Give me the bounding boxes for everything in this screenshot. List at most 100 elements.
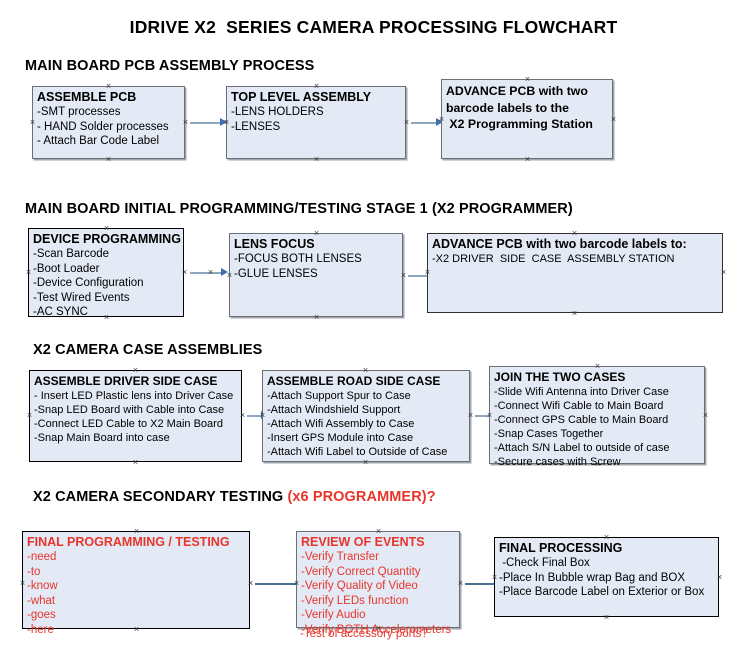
box-top-level-assembly[interactable]: TOP LEVEL ASSEMBLY -LENS HOLDERS -LENSES (226, 86, 406, 159)
connector-handle[interactable] (486, 412, 493, 419)
box-line: -GLUE LENSES (234, 267, 318, 280)
box-line: -Attach Wifi Assembly to Case (267, 418, 415, 430)
connector-handle[interactable] (293, 580, 300, 587)
connector-handle[interactable] (571, 230, 578, 237)
connector-handle[interactable] (571, 310, 578, 317)
connector-handle[interactable] (594, 461, 601, 468)
connector-handle[interactable] (133, 626, 140, 633)
box-title: ASSEMBLE ROAD SIDE CASE (267, 374, 441, 388)
box-line: -Snap Cases Together (494, 428, 604, 440)
connector-handle[interactable] (400, 272, 407, 279)
box-line: X2 Programming Station (446, 117, 593, 131)
box-title: ASSEMBLE DRIVER SIDE CASE (34, 374, 218, 388)
box-line: barcode labels to the (446, 100, 569, 115)
connector-handle[interactable] (226, 272, 233, 279)
box-title: REVIEW OF EVENTS (301, 535, 425, 549)
box-advance-pcb-driver-station[interactable]: ADVANCE PCB with two barcode labels to: … (427, 233, 723, 313)
box-assemble-driver-side-case[interactable]: ASSEMBLE DRIVER SIDE CASE - Insert LED P… (29, 370, 242, 462)
connector-handle[interactable] (26, 412, 33, 419)
box-line: -Connect LED Cable to X2 Main Board (34, 418, 223, 430)
box-title: FINAL PROCESSING (499, 541, 623, 555)
box-line: -Attach S/N Label to outside of case (494, 442, 670, 454)
box-line: -Snap LED Board with Cable into Case (34, 404, 225, 416)
connector-handle[interactable] (362, 459, 369, 466)
box-title: FINAL PROGRAMMING / TESTING (27, 535, 230, 549)
box-assemble-pcb[interactable]: ASSEMBLE PCB -SMT processes - HAND Solde… (32, 86, 185, 159)
connector-handle[interactable] (103, 225, 110, 232)
box-title: LENS FOCUS (234, 237, 315, 251)
connector-handle[interactable] (313, 314, 320, 321)
connector-handle[interactable] (457, 580, 464, 587)
connector-handle[interactable] (720, 269, 727, 276)
connector-handle[interactable] (702, 412, 709, 419)
box-title: ADVANCE PCB with two barcode labels to: (432, 237, 687, 251)
connector-handle[interactable] (223, 119, 230, 126)
box-line: - Attach Bar Code Label (37, 135, 160, 147)
connector-handle[interactable] (524, 156, 531, 163)
connector-handle[interactable] (132, 459, 139, 466)
connector-handle[interactable] (438, 116, 445, 123)
connector-handle[interactable] (424, 269, 431, 276)
box-line: -Verify BOTH Accelerometers (301, 623, 452, 636)
section-heading-4-red-text: (x6 PROGRAMMER)? (287, 489, 436, 505)
box-final-processing[interactable]: FINAL PROCESSING -Check Final Box -Place… (494, 537, 719, 617)
connector-handle[interactable] (259, 412, 266, 419)
connector-handle[interactable] (524, 76, 531, 83)
connector-handle[interactable] (239, 412, 246, 419)
section-heading-1-text: MAIN BOARD PCB ASSEMBLY PROCESS (25, 58, 315, 74)
connector-handle[interactable] (29, 119, 36, 126)
connector-handle[interactable] (207, 269, 214, 276)
box-line: -Verify Transfer (301, 551, 379, 563)
box-line: ADVANCE PCB with two (446, 84, 588, 98)
connector-handle[interactable] (362, 367, 369, 374)
connector-handle[interactable] (610, 116, 617, 123)
box-line: -LENSES (231, 120, 281, 133)
connector-handle[interactable] (603, 614, 610, 621)
box-review-of-events[interactable]: REVIEW OF EVENTS -Verify Transfer -Verif… (296, 531, 460, 636)
box-join-the-two-cases[interactable]: JOIN THE TWO CASES -Slide Wifi Antenna i… (489, 366, 705, 468)
section-heading-1: MAIN BOARD PCB ASSEMBLY PROCESS (25, 58, 314, 74)
connector-handle[interactable] (133, 528, 140, 535)
connector-handle[interactable] (403, 119, 410, 126)
connector-handle[interactable] (105, 83, 112, 90)
connector-arrow (255, 583, 299, 585)
box-line: -here (27, 623, 54, 636)
connector-handle[interactable] (594, 363, 601, 370)
box-line: -Connect GPS Cable to Main Board (494, 414, 669, 426)
connector-handle[interactable] (313, 156, 320, 163)
connector-handle[interactable] (182, 119, 189, 126)
box-lens-focus[interactable]: LENS FOCUS -FOCUS BOTH LENSES -GLUE LENS… (229, 233, 403, 317)
box-device-programming[interactable]: DEVICE PROGRAMMING -Scan Barcode -Boot L… (28, 228, 184, 318)
connector-handle[interactable] (375, 625, 382, 632)
arrowhead-icon (221, 268, 228, 276)
box-advance-pcb-station[interactable]: ADVANCE PCB with two barcode labels to t… (441, 79, 613, 159)
box-overflow-line: -Test of accessory ports? (300, 628, 428, 640)
box-line: -Scan Barcode (33, 248, 110, 260)
connector-handle[interactable] (467, 412, 474, 419)
connector-handle[interactable] (105, 156, 112, 163)
connector-arrow (475, 415, 491, 417)
box-line: -Slide Wifi Antenna into Driver Case (494, 386, 669, 398)
connector-handle[interactable] (181, 269, 188, 276)
box-line: -LENS HOLDERS (231, 106, 324, 118)
connector-arrow (408, 275, 436, 277)
connector-handle[interactable] (313, 230, 320, 237)
connector-handle[interactable] (716, 574, 723, 581)
connector-handle[interactable] (25, 269, 32, 276)
connector-handle[interactable] (19, 580, 26, 587)
box-line: - HAND Solder processes (37, 120, 169, 133)
connector-handle[interactable] (603, 534, 610, 541)
box-line: -Place Barcode Label on Exterior or Box (499, 586, 705, 598)
connector-handle[interactable] (132, 367, 139, 374)
connector-handle[interactable] (103, 314, 110, 321)
connector-arrow (411, 122, 437, 124)
connector-handle[interactable] (375, 528, 382, 535)
connector-handle[interactable] (313, 83, 320, 90)
connector-handle[interactable] (247, 580, 254, 587)
connector-arrow (190, 122, 221, 124)
box-assemble-road-side-case[interactable]: ASSEMBLE ROAD SIDE CASE -Attach Support … (262, 370, 470, 462)
box-final-programming-testing[interactable]: FINAL PROGRAMMING / TESTING -need -to -k… (22, 531, 250, 636)
connector-handle[interactable] (491, 574, 498, 581)
box-title: TOP LEVEL ASSEMBLY (231, 90, 372, 104)
